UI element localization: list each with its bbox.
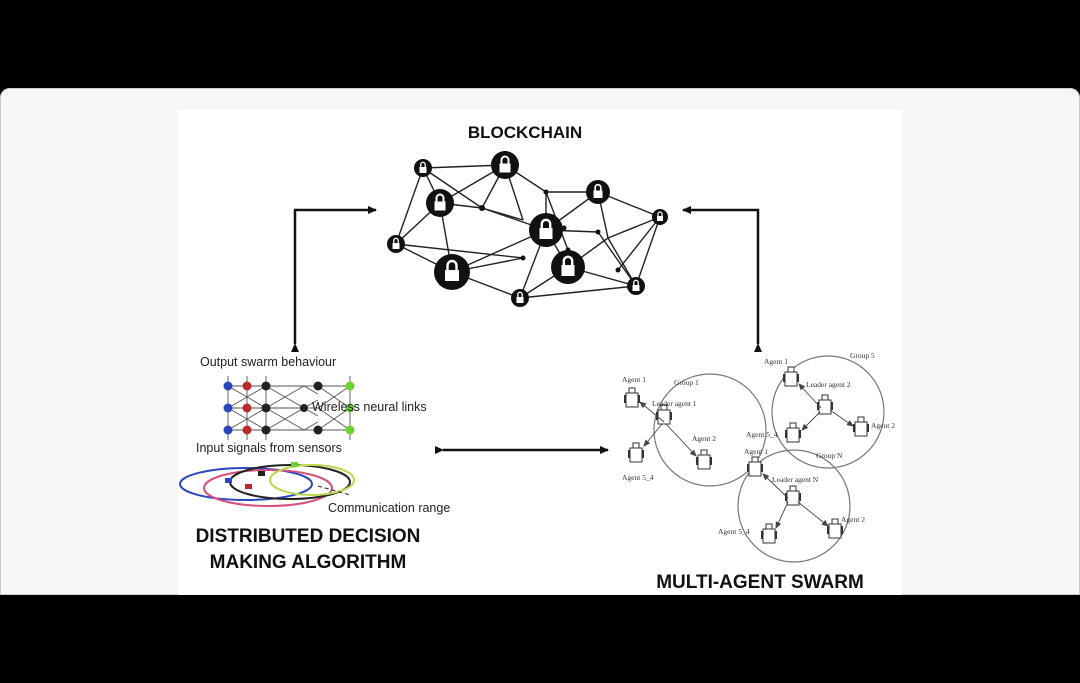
- robot-agent-n-icon: [628, 442, 644, 463]
- diagram: BLOCKCHAIN: [179, 123, 895, 593]
- lock-icon: [387, 235, 405, 253]
- network-junction-dots: [437, 189, 621, 273]
- agent-label: Agent 1: [764, 357, 788, 366]
- figure-canvas: BLOCKCHAIN: [178, 110, 902, 595]
- communication-range-label: Communication range: [328, 501, 450, 515]
- connection-arrows: [291, 206, 762, 454]
- agent-label: Agent 1: [744, 447, 768, 456]
- leader-label: Leader agent 2: [806, 380, 851, 389]
- robot-agent-2-icon: [853, 416, 869, 437]
- robot-leader-icon: [817, 394, 833, 415]
- arrow-blockchain-algorithm: [291, 206, 377, 352]
- communication-range-ellipses: [179, 462, 355, 507]
- agent-label: Agent 2: [871, 421, 895, 430]
- agent-label: Agent 2: [841, 515, 865, 524]
- algorithm-title-line2: MAKING ALGORITHM: [210, 552, 407, 573]
- robot-agent-1-icon: [624, 387, 640, 408]
- lock-icon: [586, 180, 610, 204]
- blockchain-lock-nodes: [387, 151, 668, 307]
- robot-agent-n-icon: [785, 422, 801, 443]
- input-signals-label: Input signals from sensors: [196, 441, 342, 455]
- agent-label: Agent 5_4: [622, 473, 654, 482]
- arrow-blockchain-swarm: [682, 206, 762, 352]
- lock-icon: [414, 159, 432, 177]
- lock-icon: [627, 277, 645, 295]
- swarm-group-1: Agent 1 Group 1 Leader agent 1 Agent 2 A…: [622, 373, 767, 487]
- lock-icon: [529, 213, 563, 247]
- leader-label: Leader agent N: [772, 475, 819, 484]
- lock-icon: [426, 189, 454, 217]
- robot-agent-2-icon: [827, 518, 843, 539]
- wireless-neural-links-label: Wireless neural links: [312, 400, 427, 414]
- group-label: Group N: [816, 451, 843, 460]
- group-label: Group 5: [850, 351, 875, 360]
- lock-icon: [511, 289, 529, 307]
- blockchain-title: BLOCKCHAIN: [468, 123, 582, 142]
- swarm-group-2: Agent 1 Group 5 Leader agent 2 Agent 2 A…: [746, 351, 895, 469]
- image-viewer: BLOCKCHAIN: [0, 88, 1080, 595]
- agent-label: Agent 2: [692, 434, 716, 443]
- algorithm-title-line1: DISTRIBUTED DECISION: [196, 526, 421, 547]
- robot-agent-2-icon: [696, 449, 712, 470]
- lock-icon: [652, 209, 668, 225]
- robot-agent-1-icon: [783, 366, 799, 387]
- robot-agent-1-icon: [747, 456, 763, 477]
- lock-icon: [551, 250, 585, 284]
- leader-label: Leader agent 1: [652, 399, 697, 408]
- agent-label: Agent 5_4: [746, 430, 778, 439]
- group-label: Group 1: [674, 378, 699, 387]
- robot-agent-n-icon: [761, 523, 777, 544]
- lock-icon: [434, 254, 470, 290]
- agent-label: Agent 5_4: [718, 527, 750, 536]
- swarm-title: MULTI-AGENT SWARM: [656, 572, 864, 593]
- lock-icon: [491, 151, 519, 179]
- swarm-group-3: Agent 1 Group N Leader agent N Agent 2 A…: [718, 447, 865, 563]
- agent-label: Agent 1: [622, 375, 646, 384]
- neural-network: [223, 376, 355, 440]
- output-swarm-behaviour-label: Output swarm behaviour: [200, 355, 336, 369]
- robot-leader-icon: [785, 485, 801, 506]
